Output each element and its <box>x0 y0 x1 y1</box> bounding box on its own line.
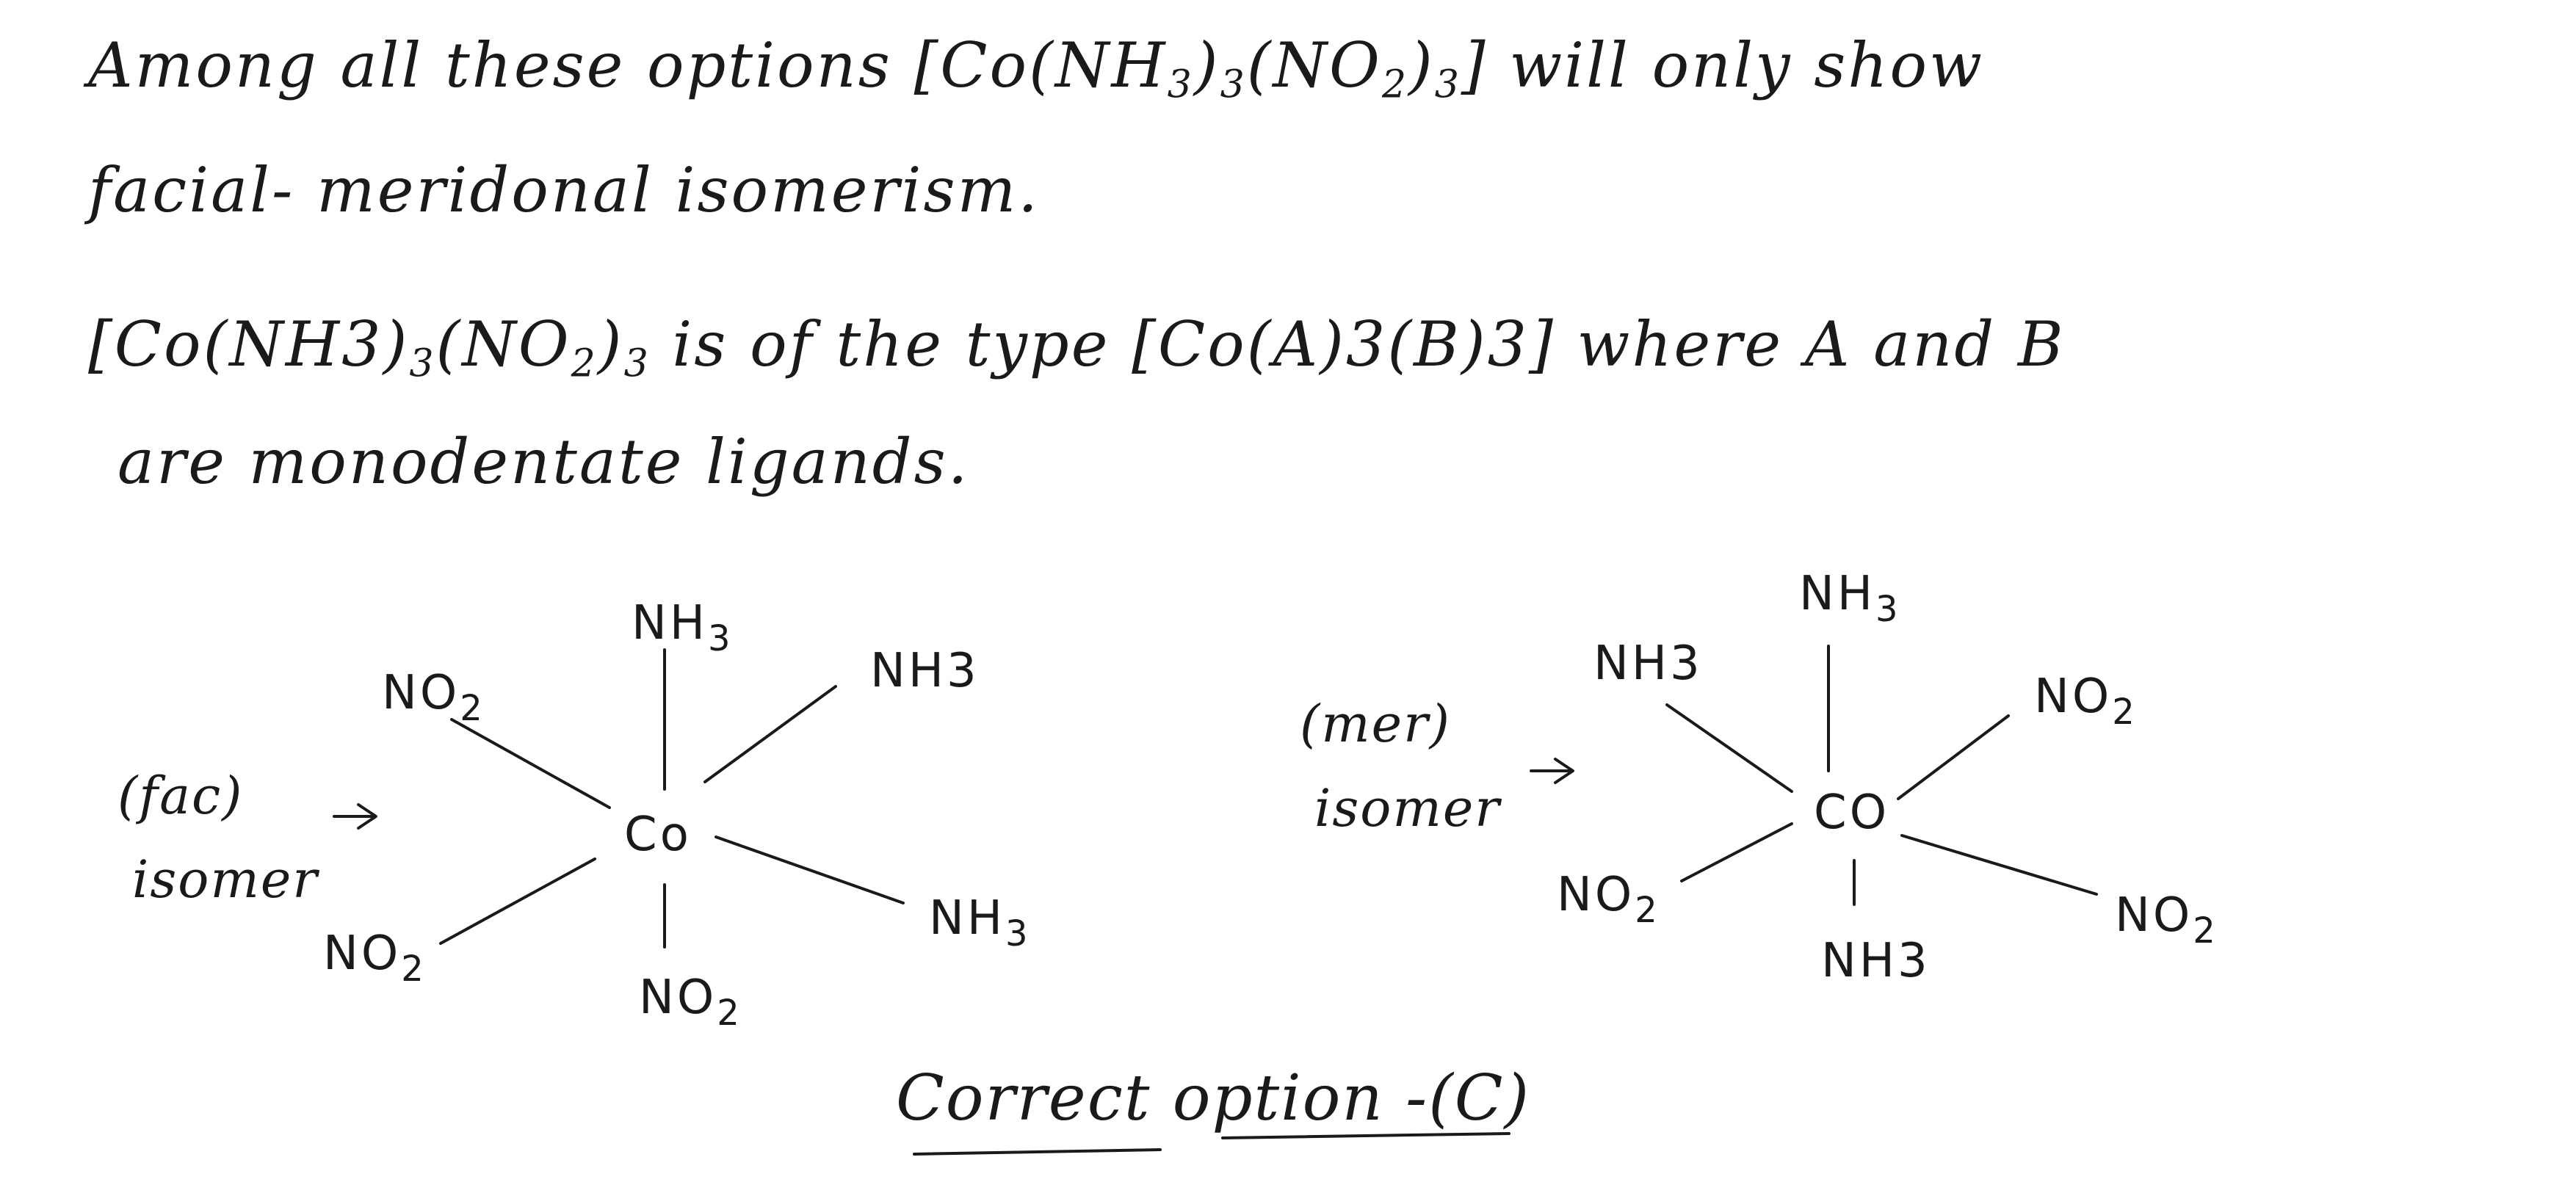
bond-lower-right <box>1900 834 2098 896</box>
statement-text: ] will only show <box>1461 29 1984 101</box>
fac-caption: (fac) <box>117 766 243 826</box>
ligand-upper-right: NO2 <box>2034 670 2138 733</box>
statement-line-2: facial- meridonal isomerism. <box>88 154 1040 226</box>
statement-text: (NO <box>1246 29 1382 101</box>
bond-lower-right <box>714 835 905 904</box>
statement-text: Among all these options [Co(NH <box>88 29 1168 101</box>
ligand-bottom: NH3 <box>1821 934 1931 988</box>
subscript: 3 <box>623 341 651 386</box>
subscript: 3 <box>1167 62 1194 107</box>
ligand-lower-left: NO2 <box>323 927 427 990</box>
answer-underline-left <box>913 1148 1162 1156</box>
statement-text: ) <box>597 308 624 380</box>
fac-isomer: (fac) isomer Co NH3 NH3 NO2 NH3 NO2 NO2 <box>117 596 1031 1034</box>
subscript: 2 <box>1381 62 1408 107</box>
subscript: 2 <box>571 341 598 386</box>
statement-line-1: Among all these options [Co(NH3)3(NO2)3]… <box>88 29 1984 107</box>
answer-underline-right <box>1221 1132 1510 1139</box>
fac-caption-isomer: isomer <box>132 849 319 910</box>
statement-text: ) <box>1193 29 1220 101</box>
statement-text: [Co(NH3) <box>88 308 410 380</box>
statement-line-4: are monodentate ligands. <box>117 426 970 498</box>
statement-text: is of the type [Co(A)3(B)3] where A and … <box>650 308 2066 380</box>
statement-text: ) <box>1408 29 1435 101</box>
mer-caption-isomer: isomer <box>1314 778 1502 838</box>
bond-lower-left <box>439 858 596 945</box>
bond-upper-left <box>450 718 611 809</box>
mer-arrow-icon <box>1530 758 1574 784</box>
bond-upper-left <box>1665 703 1793 793</box>
ligand-top: NH3 <box>632 596 734 659</box>
ligand-bottom: NO2 <box>639 971 742 1034</box>
bond-upper-right <box>1897 714 2010 800</box>
bond-lower-left <box>1680 822 1793 882</box>
bond-upper-right <box>703 685 837 783</box>
ligand-top: NH3 <box>1799 567 1901 630</box>
subscript: 3 <box>1434 62 1461 107</box>
fac-arrow-icon <box>333 803 377 830</box>
statement-line-3: [Co(NH3)3(NO2)3 is of the type [Co(A)3(B… <box>88 308 2066 386</box>
subscript: 3 <box>409 341 436 386</box>
ligand-upper-right: NH3 <box>870 644 980 698</box>
ligand-lower-right: NH3 <box>929 891 1031 954</box>
mer-center-atom: CO <box>1814 786 1889 840</box>
ligand-lower-left: NO2 <box>1557 868 1660 931</box>
mer-isomer: (mer) isomer CO NH3 NH3 NO2 NO2 NO2 NH3 <box>1300 567 2218 988</box>
ligand-upper-left: NO2 <box>382 666 485 729</box>
subscript: 3 <box>1220 62 1247 107</box>
ligand-upper-left: NH3 <box>1593 637 1703 691</box>
fac-center-atom: Co <box>624 808 692 862</box>
ligand-lower-right: NO2 <box>2115 888 2218 951</box>
correct-option-label: Correct option -(C) <box>896 1062 1530 1135</box>
statement-text: (NO <box>435 308 571 380</box>
mer-caption: (mer) <box>1300 694 1451 754</box>
